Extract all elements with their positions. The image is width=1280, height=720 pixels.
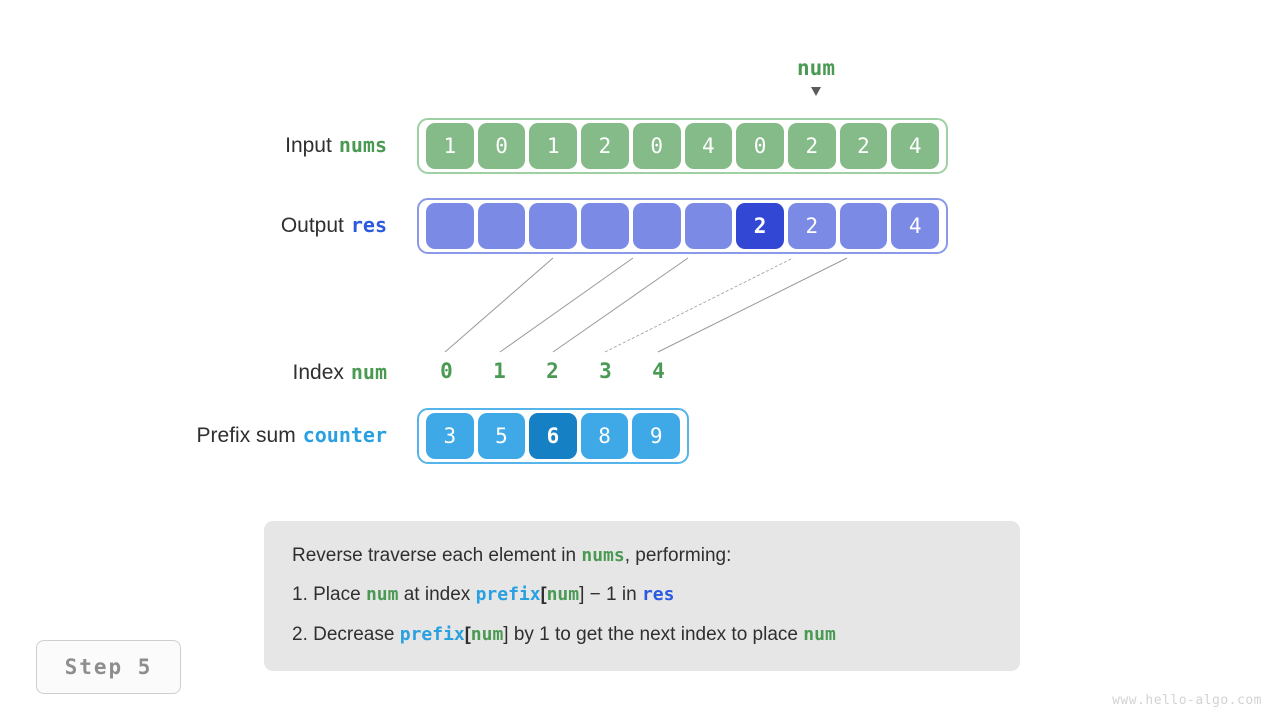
array-cell: 5 — [477, 413, 526, 459]
connector-line — [657, 257, 848, 353]
explanation-line-3-part-3: ] by 1 to get the next index to place — [503, 623, 804, 645]
index-number: 3 — [599, 359, 612, 383]
array-cell — [426, 203, 474, 249]
explanation-line-2-mono-num: num — [365, 584, 399, 606]
array-cell: 0 — [632, 123, 681, 169]
explanation-line-2-part-2: at index — [398, 584, 476, 606]
explanation-line-2-mono-prefix: prefix — [475, 584, 541, 606]
pointer-label-num: num — [797, 56, 835, 80]
array-cell — [529, 203, 578, 249]
explanation-line-2-mono-res: res — [641, 584, 675, 606]
explanation-line-1-part-2: , performing: — [624, 545, 732, 566]
array-cell: 9 — [632, 413, 680, 459]
array-cell: 0 — [477, 123, 526, 169]
explanation-box: Reverse traverse each element in nums, p… — [264, 521, 1020, 672]
index-number: 0 — [440, 359, 453, 383]
array-cell: 1 — [426, 123, 474, 169]
connector-line — [499, 257, 634, 353]
explanation-line-3-part-2: [ — [464, 623, 471, 644]
array-cell: 2 — [787, 123, 836, 169]
array-cell: 4 — [891, 203, 940, 249]
explanation-line-3-part-1: 2. Decrease — [292, 623, 400, 645]
row-label-index-var: num — [350, 360, 387, 384]
array-cell: 8 — [580, 413, 629, 459]
explanation-line-3-mono-prefix: prefix — [399, 623, 465, 645]
row-label-output: Output res — [87, 213, 387, 238]
pointer-arrow-down-icon — [786, 84, 846, 101]
step-badge: Step 5 — [36, 640, 181, 694]
explanation-line-2-part-4: ] − 1 in — [579, 584, 642, 606]
connector-line — [552, 257, 689, 353]
index-number: 4 — [652, 359, 665, 383]
explanation-line-3-mono-num-2: num — [803, 623, 836, 645]
row-label-output-var: res — [350, 213, 387, 237]
array-cell — [684, 203, 733, 249]
array-cell: 2 — [736, 203, 784, 249]
explanation-line-1-mono-nums: nums — [581, 545, 625, 566]
explanation-line-3-mono-num: num — [470, 623, 504, 645]
row-label-prefix-sum-text: Prefix sum — [196, 424, 296, 447]
watermark: www.hello-algo.com — [1112, 693, 1262, 708]
explanation-line-2-mono-num-2: num — [546, 584, 580, 606]
array-cell: 4 — [891, 123, 940, 169]
connector-line — [604, 257, 794, 353]
row-label-output-text: Output — [280, 214, 344, 237]
array-cell: 0 — [736, 123, 784, 169]
array-cell: 6 — [529, 413, 577, 459]
connector-line — [444, 257, 554, 353]
row-label-input-text: Input — [285, 134, 332, 157]
explanation-line-2-part-1: 1. Place — [292, 584, 366, 606]
array-cell — [839, 203, 888, 249]
explanation-line-1: Reverse traverse each element in nums, p… — [292, 541, 992, 570]
array-cell: 1 — [529, 123, 578, 169]
array-cell: 2 — [581, 123, 629, 169]
array-cell — [632, 203, 681, 249]
array-cell: 4 — [684, 123, 733, 169]
row-label-index-text: Index — [292, 361, 344, 384]
row-label-index: Index num — [87, 360, 388, 385]
array-cell — [477, 203, 526, 249]
row-label-prefix-sum-var: counter — [302, 423, 387, 447]
index-number: 2 — [546, 359, 559, 383]
explanation-line-2-part-3: [ — [540, 584, 547, 605]
array-cell: 2 — [787, 203, 836, 249]
row-label-input-var: nums — [338, 133, 387, 157]
row-label-input: Input nums — [87, 133, 387, 158]
explanation-line-3: 2. Decrease prefix[num] by 1 to get the … — [292, 620, 992, 649]
index-number: 1 — [493, 359, 506, 383]
row-label-prefix-sum: Prefix sum counter — [57, 423, 387, 448]
array-cell: 3 — [426, 413, 474, 459]
array-cell: 2 — [839, 123, 888, 169]
explanation-line-1-part-1: Reverse traverse each element in — [292, 545, 582, 566]
explanation-line-2: 1. Place num at index prefix[num] − 1 in… — [292, 580, 992, 609]
array-cell — [581, 203, 629, 249]
